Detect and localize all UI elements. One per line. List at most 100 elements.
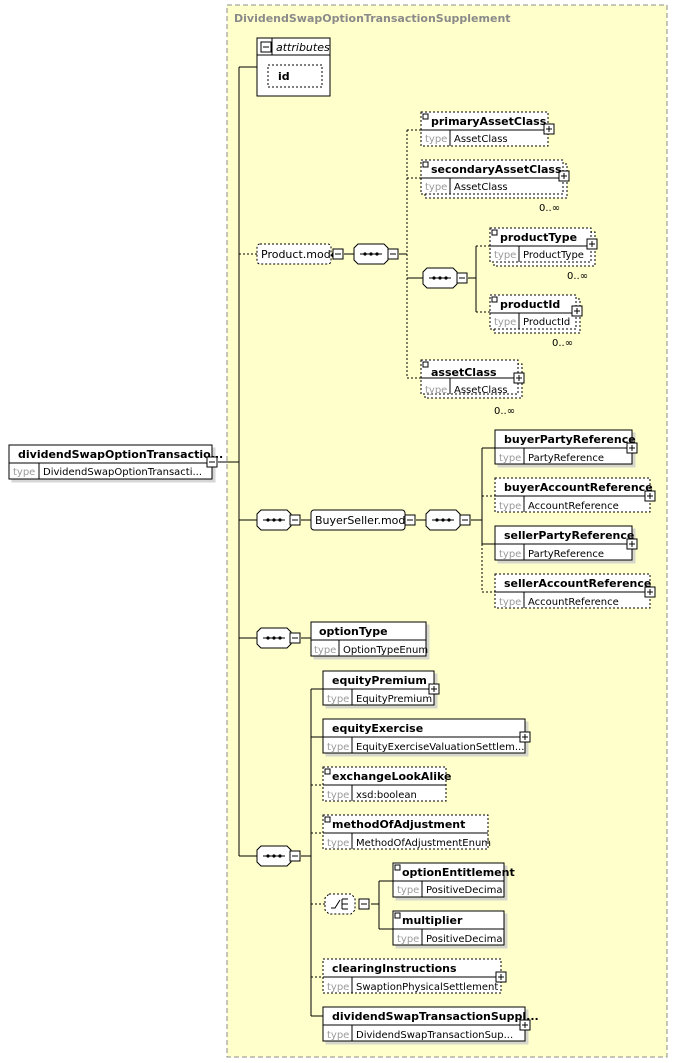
buyer-seller-model-label: BuyerSeller.model — [315, 514, 415, 527]
element-sellerPartyReference[interactable] — [494, 525, 633, 561]
exchangeLookAlike-type: xsd:boolean — [356, 790, 417, 801]
element-buyerPartyReference[interactable] — [494, 429, 633, 465]
product-model-group[interactable]: Product.model — [256, 243, 344, 265]
sellerPartyReference-name: sellerPartyReference — [504, 529, 634, 542]
buyerPartyReference-type: PartyReference — [528, 453, 604, 464]
element-multiplier[interactable] — [392, 910, 505, 946]
sequence-compositor-icon[interactable] — [256, 845, 301, 867]
choice-compositor-icon[interactable] — [324, 893, 370, 915]
primaryAssetClass-type-keyword: type — [425, 134, 447, 145]
expand-icon[interactable] — [626, 442, 638, 454]
sellerAccountReference-type: AccountReference — [528, 597, 619, 608]
equityPremium-name: equityPremium — [332, 674, 427, 687]
secondaryAssetClass-type: AssetClass — [454, 182, 508, 193]
element-secondaryAssetClass[interactable] — [420, 159, 570, 199]
productId-cardinality: 0..∞ — [552, 338, 573, 349]
methodOfAdjustment-name: methodOfAdjustment — [332, 818, 465, 831]
productId-type: ProductId — [523, 317, 570, 328]
productId-name: productId — [500, 298, 560, 311]
sequence-compositor-icon[interactable] — [425, 509, 471, 531]
element-assetClass[interactable] — [420, 359, 525, 399]
buyerAccountReference-type-keyword: type — [499, 501, 521, 512]
supplement-title: DividendSwapOptionTransactionSupplement — [234, 12, 511, 25]
optionType-type: OptionTypeEnum — [343, 645, 428, 656]
expand-icon[interactable] — [519, 731, 531, 743]
productType-type-keyword: type — [494, 250, 516, 261]
productType-name: productType — [500, 231, 577, 244]
multiplier-type: PositiveDecimal — [426, 934, 505, 945]
attributes-label: attributes — [276, 41, 330, 54]
assetClass-cardinality: 0..∞ — [494, 406, 515, 417]
root-element-node[interactable] — [8, 444, 213, 480]
element-equityPremium[interactable] — [322, 670, 435, 706]
secondaryAssetClass-name: secondaryAssetClass — [431, 163, 562, 176]
element-methodOfAdjustment[interactable] — [322, 814, 489, 850]
expand-icon[interactable] — [644, 490, 656, 502]
buyerPartyReference-type-keyword: type — [499, 453, 521, 464]
exchangeLookAlike-type-keyword: type — [327, 790, 349, 801]
sellerAccountReference-type-keyword: type — [499, 597, 521, 608]
root-collapse-icon[interactable] — [206, 456, 218, 468]
primaryAssetClass-name: primaryAssetClass — [431, 115, 547, 128]
optionType-name: optionType — [319, 625, 388, 638]
methodOfAdjustment-type-keyword: type — [327, 838, 349, 849]
dividendSwapTransactionSuppl-name: dividendSwapTransactionSuppl... — [332, 1010, 539, 1023]
buyerAccountReference-type: AccountReference — [528, 501, 619, 512]
optionEntitlement-name: optionEntitlement — [402, 866, 515, 879]
optionType-type-keyword: type — [314, 645, 336, 656]
attributes-box: attributes id — [256, 37, 331, 97]
element-equityExercise[interactable] — [322, 718, 526, 754]
primaryAssetClass-type: AssetClass — [454, 134, 508, 145]
equityExercise-type: EquityExerciseValuationSettlem... — [356, 742, 524, 753]
productType-cardinality: 0..∞ — [567, 271, 588, 282]
buyerPartyReference-name: buyerPartyReference — [504, 433, 636, 446]
expand-icon[interactable] — [626, 538, 638, 550]
equityPremium-type: EquityPremium — [356, 694, 432, 705]
optionEntitlement-type-keyword: type — [397, 885, 419, 896]
clearingInstructions-type: SwaptionPhysicalSettlement — [356, 982, 498, 993]
root-element-name: dividendSwapOptionTransactio... — [18, 448, 223, 461]
equityPremium-type-keyword: type — [327, 694, 349, 705]
equityExercise-name: equityExercise — [332, 722, 423, 735]
expand-icon[interactable] — [519, 1019, 531, 1031]
root-type-keyword: type — [13, 467, 35, 478]
dividendSwapTransactionSuppl-type-keyword: type — [327, 1030, 349, 1041]
buyer-seller-model-group[interactable]: BuyerSeller.model — [310, 509, 416, 531]
sellerPartyReference-type-keyword: type — [499, 549, 521, 560]
element-optionType[interactable] — [310, 621, 427, 657]
element-clearingInstructions[interactable] — [322, 958, 502, 994]
sellerPartyReference-type: PartyReference — [528, 549, 604, 560]
multiplier-name: multiplier — [402, 914, 463, 927]
buyerAccountReference-name: buyerAccountReference — [504, 481, 653, 494]
sequence-compositor-icon[interactable] — [256, 627, 301, 649]
dividendSwapTransactionSuppl-type: DividendSwapTransactionSup... — [356, 1030, 513, 1041]
element-optionEntitlement[interactable] — [392, 862, 505, 898]
expand-icon[interactable] — [644, 586, 656, 598]
sequence-compositor-icon[interactable] — [353, 243, 399, 265]
sellerAccountReference-name: sellerAccountReference — [504, 577, 651, 590]
expand-icon[interactable] — [428, 683, 440, 695]
connector-lines — [218, 66, 495, 1017]
methodOfAdjustment-type: MethodOfAdjustmentEnum — [356, 838, 491, 849]
secondaryAssetClass-type-keyword: type — [425, 182, 447, 193]
sequence-compositor-icon[interactable] — [422, 267, 468, 289]
expand-icon[interactable] — [495, 971, 507, 983]
element-exchangeLookAlike[interactable] — [322, 766, 447, 802]
exchangeLookAlike-name: exchangeLookAlike — [332, 770, 451, 783]
optionEntitlement-type: PositiveDecimal — [426, 885, 505, 896]
element-productType[interactable] — [489, 227, 598, 267]
assetClass-name: assetClass — [431, 366, 497, 379]
element-primaryAssetClass[interactable] — [420, 111, 555, 147]
secondaryAssetClass-cardinality: 0..∞ — [539, 203, 560, 214]
assetClass-type: AssetClass — [454, 385, 508, 396]
productType-type: ProductType — [523, 250, 584, 261]
clearingInstructions-name: clearingInstructions — [332, 962, 457, 975]
element-buyerAccountReference[interactable] — [494, 477, 651, 513]
productId-type-keyword: type — [494, 317, 516, 328]
root-type-value: DividendSwapOptionTransacti... — [43, 467, 202, 478]
sequence-compositor-icon[interactable] — [256, 509, 301, 531]
element-productId[interactable] — [489, 294, 583, 334]
clearingInstructions-type-keyword: type — [327, 982, 349, 993]
assetClass-type-keyword: type — [425, 385, 447, 396]
